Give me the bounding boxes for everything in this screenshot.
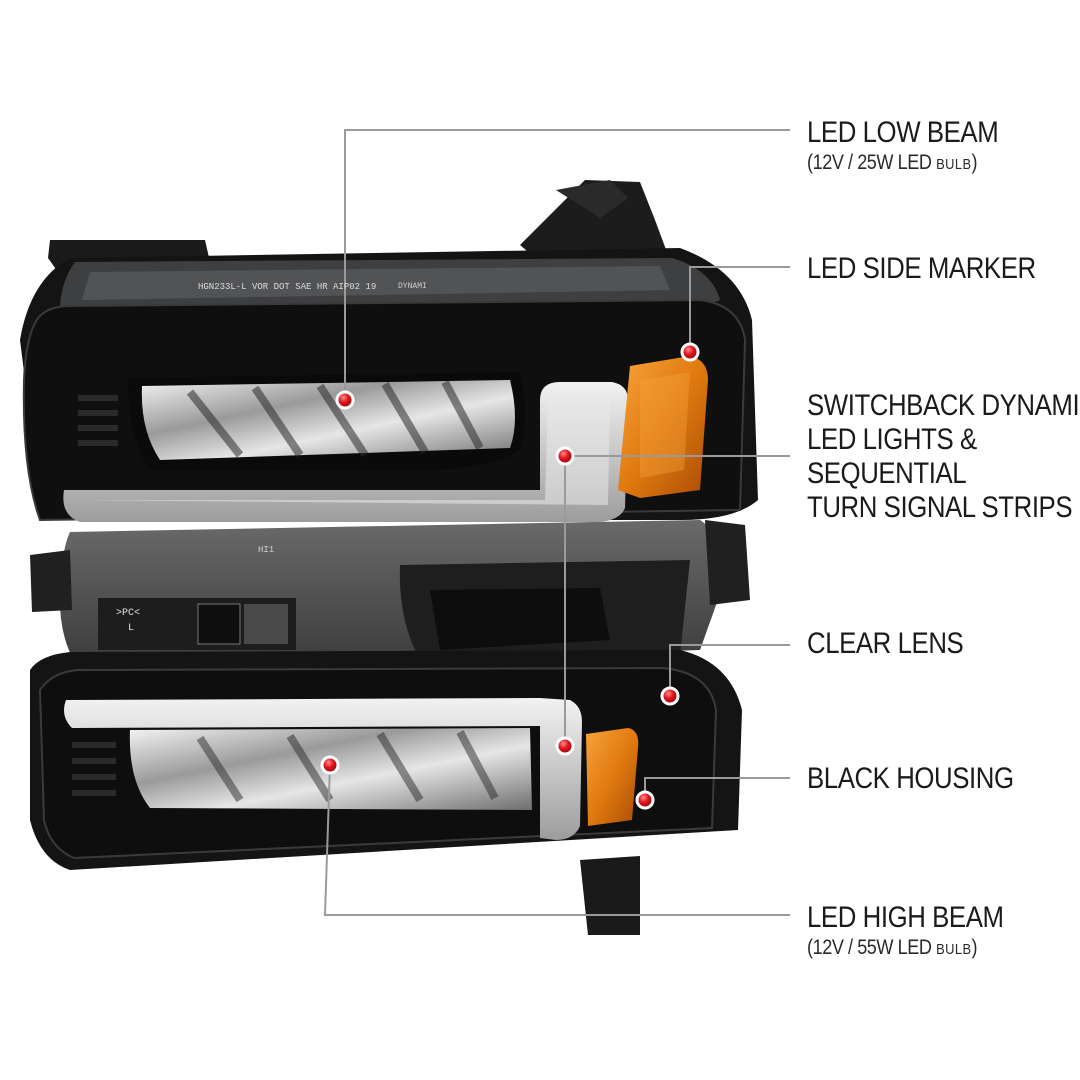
spec-value: 12V / 25W LED [812, 151, 932, 174]
callout-clear-lens: CLEAR LENS [807, 627, 964, 661]
callout-side-marker: LED SIDE MARKER [807, 252, 1036, 286]
low-beam-title: LED LOW BEAM [807, 116, 999, 149]
callout-markers [320, 342, 700, 810]
material-code: >PC< [116, 608, 140, 619]
high-beam-marker-dot [320, 755, 340, 775]
low-beam-marker-dot [335, 390, 355, 410]
side-marker-dot [680, 342, 700, 362]
lower-housing [30, 650, 742, 935]
black-housing-title: BLACK HOUSING [807, 762, 1014, 795]
leader-lines [323, 129, 790, 916]
low-beam-spec: (12V / 25W LED BULB) [807, 150, 998, 178]
side-code: L [128, 623, 134, 634]
clear-lens-dot [660, 686, 680, 706]
top-lens-marking: HGN233L-L VOR DOT SAE HR AIP02 19 [198, 282, 376, 292]
spec-bulb: BULB [936, 156, 972, 173]
middle-band [30, 520, 750, 670]
upper-housing [20, 248, 758, 522]
high-beam-spec: (12V / 55W LED BULB) [807, 935, 1004, 963]
callout-high-beam: LED HIGH BEAM (12V / 55W LED BULB) [807, 901, 1004, 963]
spec-open-paren: ( [807, 936, 813, 959]
side-marker-title: LED SIDE MARKER [807, 252, 1036, 285]
spec-open-paren: ( [807, 151, 813, 174]
high-beam-title: LED HIGH BEAM [807, 901, 1004, 934]
callout-black-housing: BLACK HOUSING [807, 762, 1014, 796]
switchback-line-2: LED LIGHTS & [807, 423, 977, 456]
brand-marking: DYNAMI [398, 282, 427, 291]
lamp-markings: HGN233L-L VOR DOT SAE HR AIP02 19 DYNAMI… [116, 282, 427, 634]
switchback-line-3: SEQUENTIAL [807, 457, 967, 490]
switchback-lower-dot [555, 736, 575, 756]
spec-close-paren: ) [971, 151, 978, 174]
spec-close-paren: ) [971, 936, 978, 959]
black-housing-dot [635, 790, 655, 810]
spec-bulb: BULB [936, 941, 972, 958]
switchback-line-1: SWITCHBACK DYNAMIC [807, 389, 1080, 422]
spec-value: 12V / 55W LED [812, 936, 932, 959]
clear-lens-title: CLEAR LENS [807, 627, 964, 660]
callout-switchback: SWITCHBACK DYNAMIC LED LIGHTS & SEQUENTI… [807, 389, 1080, 525]
housing-code: HI1 [258, 545, 274, 555]
switchback-upper-dot [555, 446, 575, 466]
callout-low-beam: LED LOW BEAM (12V / 25W LED BULB) [807, 116, 999, 178]
switchback-line-4: TURN SIGNAL STRIPS [807, 491, 1073, 524]
